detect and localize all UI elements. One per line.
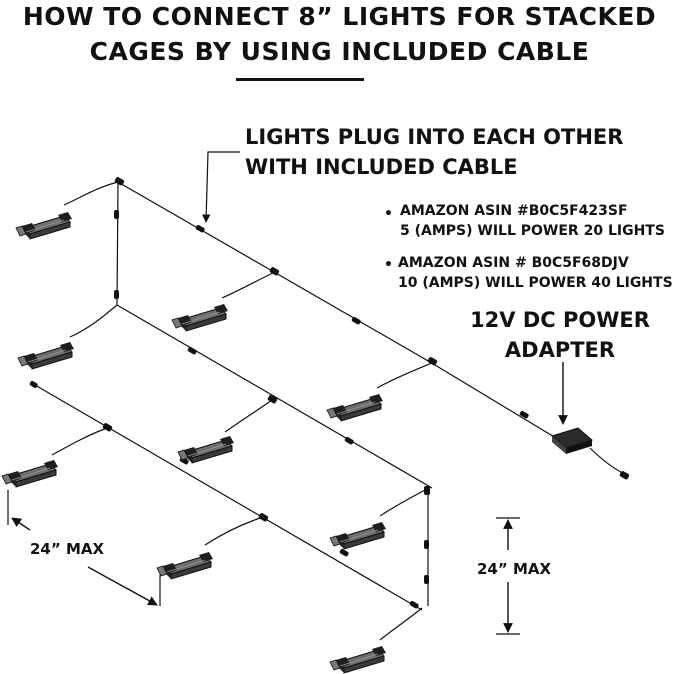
cable-middle-run	[116, 304, 433, 489]
lead-light-8	[204, 516, 264, 546]
cable-connector-icon	[114, 210, 119, 219]
dim-arrow-left-icon	[11, 517, 31, 531]
cable-connectors	[29, 177, 630, 609]
cable-connector-icon	[424, 540, 429, 549]
title-line-1: HOW TO CONNECT 8” LIGHTS FOR STACKED	[22, 2, 657, 31]
lead-light-1	[63, 181, 119, 206]
adapter-bullet-1: •	[384, 206, 393, 222]
cable-connector-icon	[424, 486, 430, 495]
adapter-option-2: AMAZON ASIN # B0C5F68DJV 10 (AMPS) WILL …	[398, 253, 673, 293]
adapter-option-1-capacity: 5 (AMPS) WILL POWER 20 LIGHTS	[400, 223, 665, 239]
lead-light-5	[224, 399, 273, 433]
led-light-bar-icon	[171, 303, 229, 332]
lead-light-7	[379, 489, 426, 517]
cable-connector-icon	[344, 437, 354, 445]
cable-top-to-adapter	[429, 361, 557, 439]
cable-callout: LIGHTS PLUG INTO EACH OTHER WITH INCLUDE…	[245, 122, 623, 182]
adapter-option-2-capacity: 10 (AMPS) WILL POWER 40 LIGHTS	[398, 275, 673, 291]
cable-connector-icon	[409, 600, 419, 609]
title-line-2: CAGES BY USING INCLUDED CABLE	[89, 37, 590, 66]
cable-connector-icon	[424, 575, 429, 584]
led-light-bar-icon	[1, 459, 59, 488]
led-light-bar-icon	[15, 211, 73, 240]
lead-light-2	[221, 271, 276, 299]
vertical-spacing-label: 24” MAX	[477, 560, 552, 578]
led-light-bar-icon	[177, 435, 235, 464]
cable-connector-icon	[258, 513, 269, 522]
horizontal-spacing-label: 24” MAX	[30, 540, 105, 558]
cable-connector-icon	[619, 471, 630, 480]
cable-callout-line-1: LIGHTS PLUG INTO EACH OTHER	[245, 125, 624, 149]
cable-callout-arrow-icon	[202, 151, 240, 223]
led-light-bar-icon	[329, 521, 387, 550]
led-light-bar-icon	[17, 341, 75, 370]
lead-light-3	[69, 304, 118, 338]
cable-vertical-1	[116, 181, 119, 306]
dim-arrow-right-icon	[87, 566, 158, 606]
cable-callout-line-2: WITH INCLUDED CABLE	[245, 155, 518, 179]
cable-connector-icon	[339, 549, 349, 557]
cable-connector-icon	[519, 411, 529, 419]
led-light-bar-icon	[156, 551, 214, 580]
lead-light-9	[379, 607, 423, 641]
power-adapter-label-line-1: 12V DC POWER	[470, 308, 650, 332]
cable-connector-icon	[114, 177, 125, 186]
cable-connector-icon	[269, 267, 280, 276]
adapter-bullet-2: •	[384, 257, 393, 273]
cable-connector-icon	[351, 317, 361, 325]
power-adapter-label-line-2: ADAPTER	[504, 338, 616, 362]
cable-connector-icon	[195, 225, 205, 233]
cable-connector-icon	[267, 395, 278, 404]
lead-light-4	[376, 362, 433, 389]
cable-connector-icon	[102, 423, 113, 432]
cable-connector-icon	[114, 290, 119, 299]
led-light-bar-icon	[326, 393, 384, 422]
cable-connector-icon	[187, 347, 197, 355]
adapter-option-2-asin: AMAZON ASIN # B0C5F68DJV	[398, 255, 629, 271]
adapter-option-1-asin: AMAZON ASIN #B0C5F423SF	[400, 203, 628, 219]
adapter-option-1: AMAZON ASIN #B0C5F423SF 5 (AMPS) WILL PO…	[400, 201, 665, 241]
power-adapter-label: 12V DC POWER ADAPTER	[460, 305, 660, 365]
lead-light-6	[51, 427, 108, 456]
led-lights	[1, 211, 387, 674]
power-adapter-icon	[550, 427, 594, 454]
title-underline	[236, 78, 364, 81]
cable-connector-icon	[29, 381, 38, 388]
cable-bottom-run	[34, 384, 423, 611]
cable-connector-icon	[427, 357, 438, 366]
led-light-bar-icon	[329, 645, 387, 674]
